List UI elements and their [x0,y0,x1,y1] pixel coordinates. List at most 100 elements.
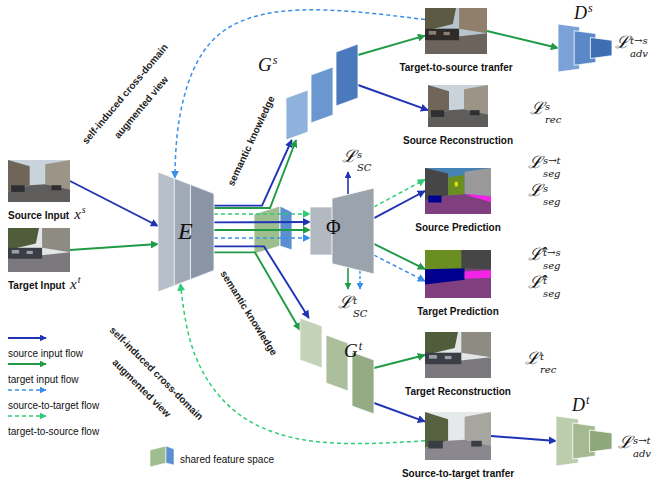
loss-superscript: t [353,295,357,306]
loss-term: s [543,179,548,195]
sc-arrow [347,268,349,289]
legend-text: shared feature space [180,454,274,465]
loss-term: seg [543,256,560,272]
loss-term: ℒ [528,182,542,199]
block-label: E [178,218,193,246]
loss-symbol: ℒ [528,152,542,172]
flow-arrow [214,229,310,231]
node-text: Target-to-source tranfer [399,62,512,73]
edge-label-text: semantic knowledge [225,94,276,187]
flow-arrow [374,191,425,218]
node-text: G [344,340,358,361]
edge-label: semantic knowledge [214,263,286,360]
image-region [428,85,488,127]
image-region [425,440,491,460]
sc-arrow [359,271,360,289]
block-label: Dt [572,395,589,416]
image-region [455,182,458,187]
node-text: Source Input [8,210,69,221]
image-region [459,8,487,33]
loss-term: ℒ [342,148,356,165]
edge-label-text: self-induced cross-domain augmented view [108,324,206,422]
flow-arrow [491,436,556,441]
image-region [425,332,491,378]
block-layer [336,44,358,106]
loss-term: SC [353,304,368,320]
node-text: E [178,218,193,244]
image-region [12,250,19,254]
loss-term: seg [543,284,560,300]
image-region [51,185,61,190]
image-region [428,441,443,449]
image-panel: Source-to-target tranfer [425,412,491,460]
image-caption: Target-to-source tranfer [399,57,512,75]
flow-arrow [374,255,425,281]
image-caption: Target Prediction [417,301,499,319]
image-region [465,412,491,446]
node-text: Source Prediction [415,222,501,233]
loss-symbol: ℒ̂ [528,272,542,292]
flow-arrow [214,213,310,215]
math-symbol: x [74,206,81,222]
image-region [425,332,458,355]
loss-superscript: s→t [543,155,561,166]
edge-label: semantic knowledge [219,89,281,190]
loss-term: s [357,145,362,161]
image-region [425,29,459,41]
node-text: Target Prediction [417,306,499,317]
loss-term: s [545,97,550,113]
loss-term: t→s [543,243,561,259]
image-region [8,228,39,250]
loss-symbol: ℒ [615,32,629,52]
loss-subscript: SC [353,308,368,319]
flow-arrow [175,10,425,178]
loss-symbol: ℒ [525,348,539,368]
loss-term: adv [630,44,648,60]
flow-arrow [358,36,425,55]
block-layer [590,430,612,452]
flow-arrow [214,237,310,239]
node-text: D [574,3,587,23]
edge-label: self-induced cross-domain augmented view [67,27,198,172]
loss-superscript: t→s [543,247,561,258]
image-region [425,8,456,31]
loss-subscript: adv [630,48,648,59]
flow-arrow [214,221,310,223]
node-text: Target Reconstruction [405,386,511,397]
network-block: Gs [286,40,358,140]
loss-symbol: ℒ [528,180,542,200]
image-region [27,251,33,254]
loss-superscript: s [545,101,550,112]
legend-entry: target input flow [8,369,79,387]
loss-subscript: rec [540,364,556,375]
image-illustration [425,250,491,298]
network-block: Gt [300,318,374,418]
image-region [8,160,70,202]
image-region [464,85,488,114]
image-region [425,168,491,214]
image-region [428,109,488,127]
image-region [429,355,437,359]
loss-symbol: ℒ [342,146,356,166]
loss-subscript: seg [543,196,560,207]
loss-term: t→s [630,31,648,47]
legend-text: source-to-target flow [8,400,99,411]
flow-arrow [70,244,158,250]
loss-superscript: t [540,351,544,362]
block-shape [310,188,374,274]
image-illustration [8,228,70,272]
legend-sample [8,337,46,339]
block-shape [558,24,612,72]
node-text: Target Input [8,280,65,291]
image-caption: Target Inputxt [8,275,80,293]
block-layer [190,185,214,280]
node-text: Source-to-target tranfer [402,468,514,479]
image-region [470,110,480,115]
image-region [461,250,491,269]
loss-term: t [540,347,544,363]
loss-term: ℒ̂ [528,274,542,291]
image-panel: Source Reconstruction [428,85,488,127]
loss-term: SC [357,158,372,174]
loss-term: t [353,291,357,307]
